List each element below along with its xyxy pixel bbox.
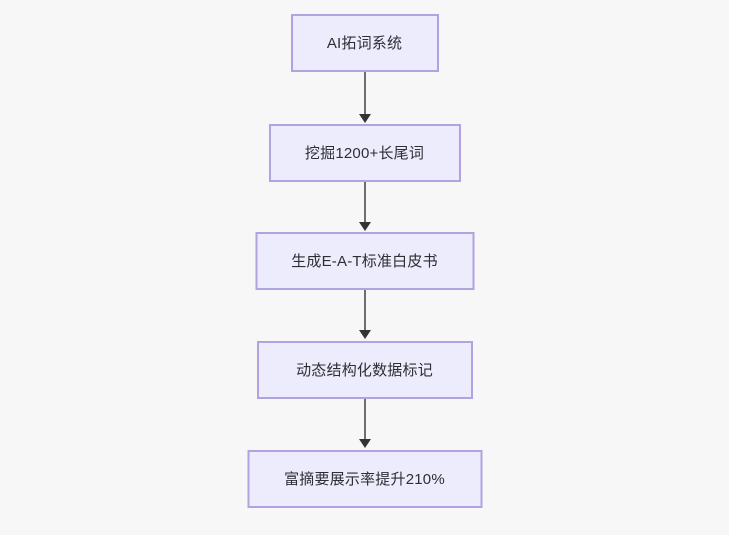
flowchart-node-2[interactable]: 生成E-A-T标准白皮书 bbox=[255, 232, 474, 290]
flowchart-node-label: 动态结构化数据标记 bbox=[296, 361, 433, 379]
flowchart-node-label: 富摘要展示率提升210% bbox=[284, 470, 445, 488]
flowchart-connector-1 bbox=[363, 182, 366, 224]
flowchart-connector-0 bbox=[363, 72, 366, 116]
arrow-down-icon bbox=[358, 114, 371, 123]
flowchart-node-label: 生成E-A-T标准白皮书 bbox=[291, 252, 438, 270]
flowchart-connector-2 bbox=[363, 290, 366, 332]
flowchart-node-1[interactable]: 挖掘1200+长尾词 bbox=[268, 124, 461, 182]
flowchart-connector-3 bbox=[363, 399, 366, 441]
flowchart-node-label: AI拓词系统 bbox=[326, 34, 403, 52]
flowchart-node-3[interactable]: 动态结构化数据标记 bbox=[256, 341, 473, 399]
flowchart-node-4[interactable]: 富摘要展示率提升210% bbox=[247, 450, 482, 508]
flowchart-node-0[interactable]: AI拓词系统 bbox=[290, 14, 439, 72]
arrow-down-icon bbox=[358, 439, 371, 448]
flowchart-node-label: 挖掘1200+长尾词 bbox=[304, 144, 425, 162]
arrow-down-icon bbox=[358, 330, 371, 339]
arrow-down-icon bbox=[358, 222, 371, 231]
